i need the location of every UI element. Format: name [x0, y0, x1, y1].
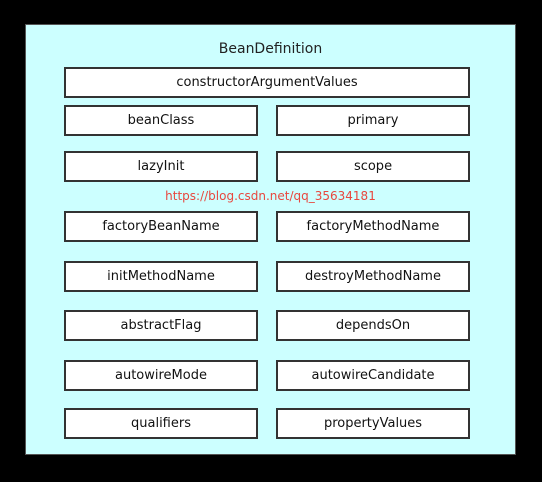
field-depends-on: dependsOn: [276, 310, 470, 341]
field-abstract-flag: abstractFlag: [64, 310, 258, 341]
field-primary: primary: [276, 105, 470, 136]
field-factory-method-name: factoryMethodName: [276, 211, 470, 242]
field-destroy-method-name: destroyMethodName: [276, 261, 470, 292]
diagram-title: BeanDefinition: [218, 41, 323, 57]
bean-definition-container: BeanDefinition constructorArgumentValues…: [25, 24, 516, 455]
field-autowire-candidate: autowireCandidate: [276, 360, 470, 391]
field-factory-bean-name: factoryBeanName: [64, 211, 258, 242]
field-init-method-name: initMethodName: [64, 261, 258, 292]
field-property-values: propertyValues: [276, 408, 470, 439]
field-lazy-init: lazyInit: [64, 151, 258, 182]
field-autowire-mode: autowireMode: [64, 360, 258, 391]
field-bean-class: beanClass: [64, 105, 258, 136]
watermark-link-text: https://blog.csdn.net/qq_35634181: [165, 189, 376, 203]
field-constructor-argument-values: constructorArgumentValues: [64, 67, 470, 98]
field-scope: scope: [276, 151, 470, 182]
field-qualifiers: qualifiers: [64, 408, 258, 439]
